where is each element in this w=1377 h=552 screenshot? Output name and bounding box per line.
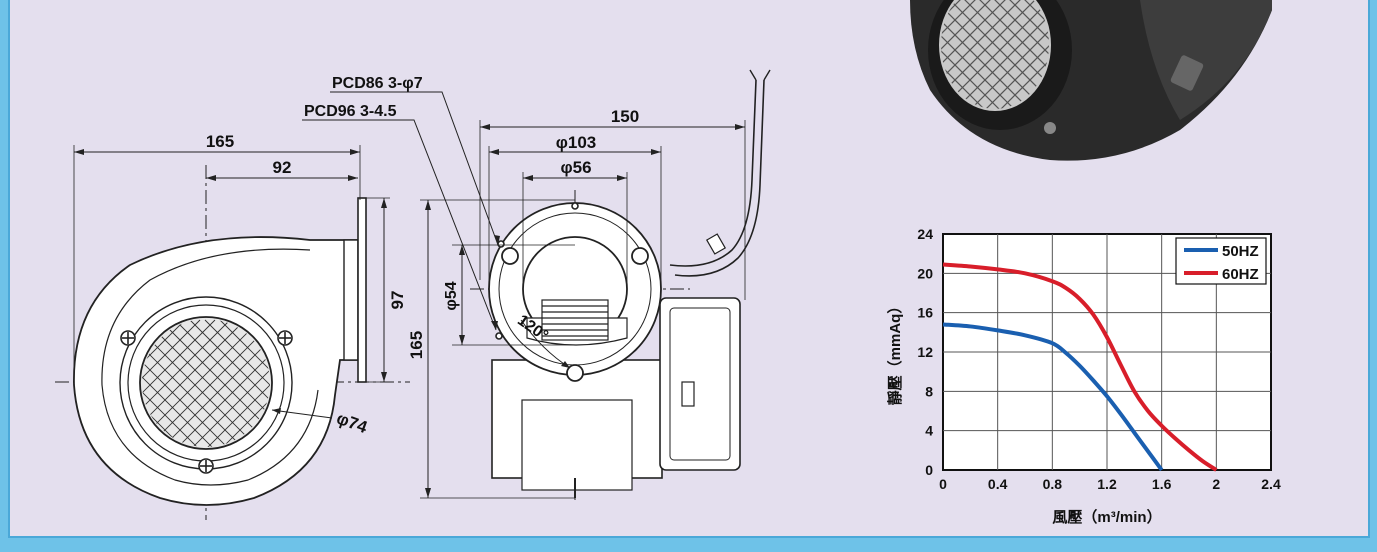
product-photo xyxy=(910,0,1272,161)
y-tick-label: 0 xyxy=(925,462,933,478)
dim-165-front: 165 xyxy=(407,331,426,359)
chart-grid xyxy=(943,234,1271,470)
x-tick-label: 2 xyxy=(1212,476,1220,492)
spec-panel: 165 92 97 φ74 xyxy=(8,0,1370,538)
performance-chart: 0 0.4 0.8 1.2 1.6 2 2.4 0 4 8 12 16 20 24 靜壓（mmAq） 風壓… xyxy=(886,226,1281,526)
dim-pcd86: PCD86 3-φ7 xyxy=(332,75,423,92)
x-tick-label: 1.6 xyxy=(1152,476,1172,492)
x-tick-label: 2.4 xyxy=(1261,476,1281,492)
dim-phi103: φ103 xyxy=(556,133,597,152)
series-line-60hz xyxy=(942,262,1218,472)
dim-phi74: φ74 xyxy=(334,409,370,438)
y-tick-label: 12 xyxy=(917,344,933,360)
chart-legend: 50HZ 60HZ xyxy=(1175,237,1267,285)
legend-label-60hz: 60HZ xyxy=(1222,266,1259,283)
front-view-drawing xyxy=(302,69,771,500)
x-tick-label: 0 xyxy=(939,476,947,492)
x-tick-label: 0.8 xyxy=(1043,476,1063,492)
y-tick-label: 8 xyxy=(925,383,933,399)
dim-165-side: 165 xyxy=(206,132,234,151)
chart-y-label: 靜壓（mmAq） xyxy=(886,299,904,406)
y-tick-label: 24 xyxy=(917,226,933,242)
drawing-canvas: 165 92 97 φ74 xyxy=(55,0,1281,526)
x-tick-label: 0.4 xyxy=(988,476,1008,492)
series-line-50hz xyxy=(942,322,1164,472)
legend-label-50hz: 50HZ xyxy=(1222,243,1259,260)
front-view-arrows xyxy=(425,124,745,498)
dim-phi56: φ56 xyxy=(560,158,591,177)
dim-97: 97 xyxy=(388,291,407,310)
chart-ticks: 0 0.4 0.8 1.2 1.6 2 2.4 0 4 8 12 16 20 24 xyxy=(917,226,1281,492)
dim-92: 92 xyxy=(273,158,292,177)
dim-pcd96: PCD96 3-4.5 xyxy=(304,103,397,120)
y-tick-label: 20 xyxy=(917,265,933,281)
y-tick-label: 4 xyxy=(925,423,933,439)
y-tick-label: 16 xyxy=(917,305,933,321)
side-view-arrows xyxy=(74,149,387,414)
dim-phi54: φ54 xyxy=(443,281,460,310)
dim-150: 150 xyxy=(611,107,639,126)
x-tick-label: 1.2 xyxy=(1097,476,1117,492)
side-view-drawing xyxy=(55,145,410,520)
chart-series xyxy=(942,262,1218,472)
chart-x-label: 風壓（m³/min） xyxy=(1052,508,1161,526)
